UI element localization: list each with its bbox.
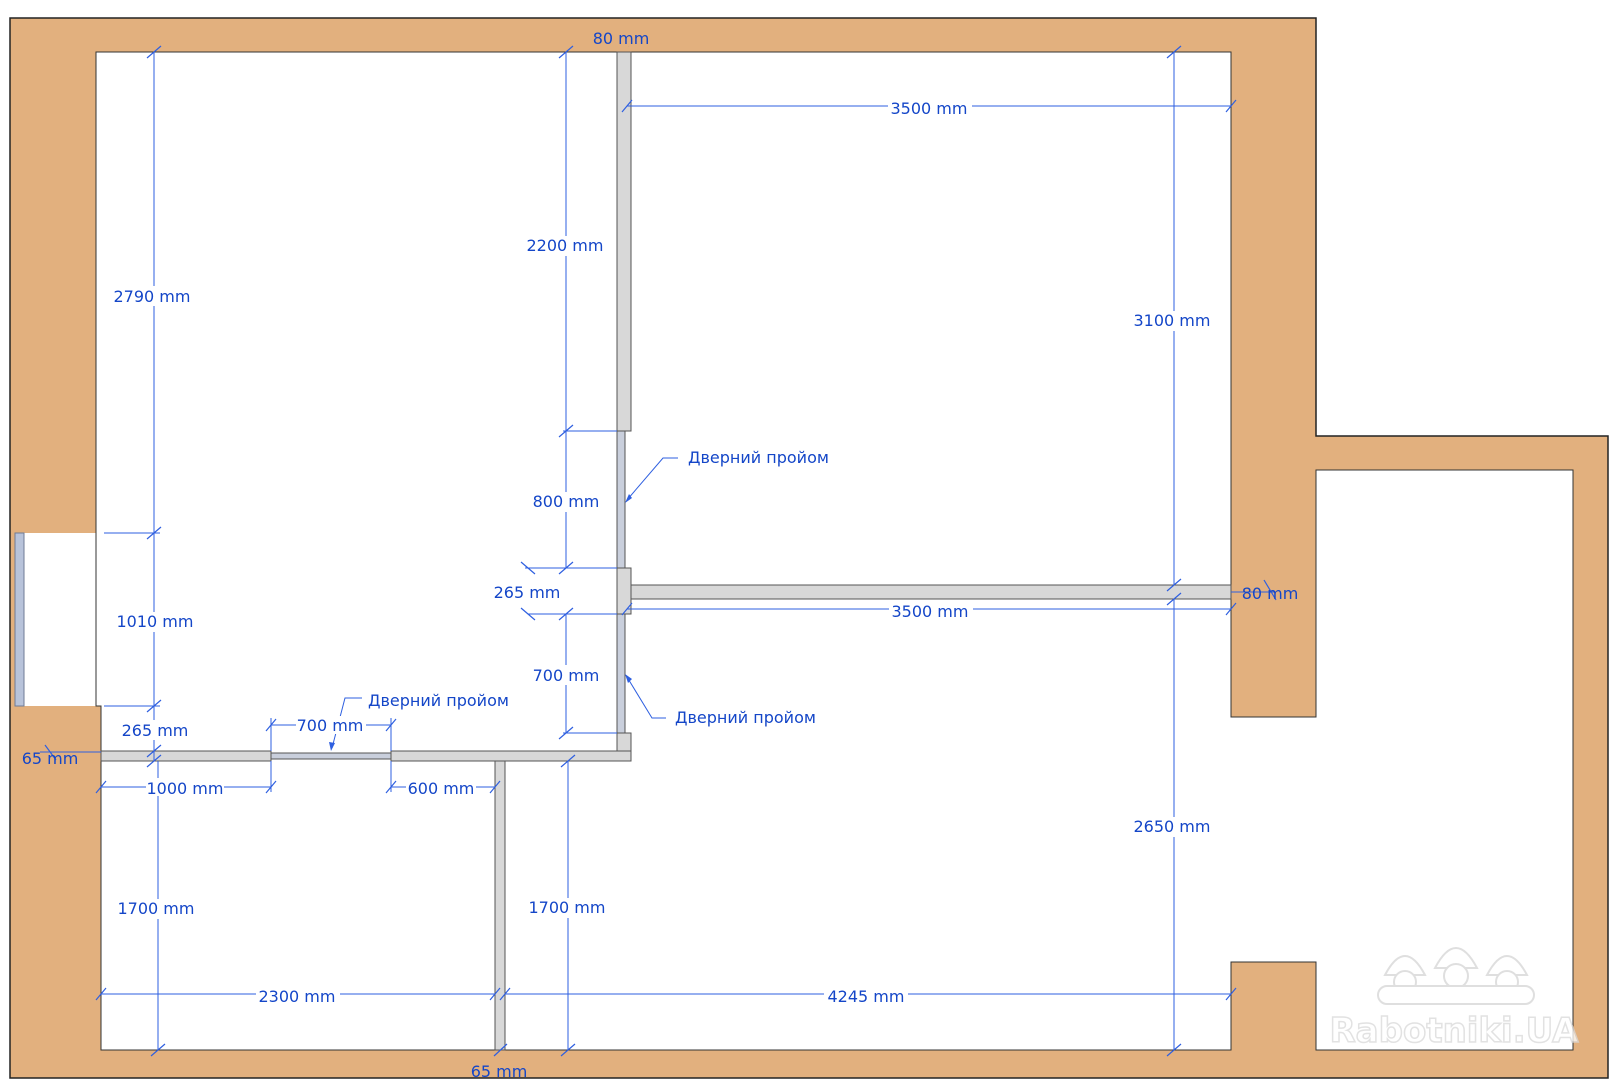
partition-horizontal-left [100, 750, 272, 762]
left-window [14, 532, 25, 707]
dim-2200: 2200 mm [527, 236, 604, 255]
dim-265-left: 265 mm [122, 721, 189, 740]
dim-700-vert: 700 mm [533, 666, 600, 685]
dimension-labels: 80 mm 3500 mm 2790 mm 2200 mm 3100 mm 80… [22, 28, 1299, 1080]
dim-700-horiz: 700 mm [297, 716, 364, 735]
door-annotation-2: Дверний пройом [675, 708, 816, 727]
door-annotation-1: Дверний пройом [688, 448, 829, 467]
dim-1000: 1000 mm [147, 779, 224, 798]
dim-2790: 2790 mm [114, 287, 191, 306]
watermark: Rabotniki.UA [1329, 947, 1580, 1052]
partition-vertical-lower [494, 760, 506, 1051]
dim-800: 800 mm [533, 492, 600, 511]
door-annotation-3: Дверний пройом [368, 691, 509, 710]
dim-3100: 3100 mm [1134, 311, 1211, 330]
door-opening-lower [270, 752, 392, 760]
partition-horizontal-lower [390, 750, 632, 762]
dim-1700-mid: 1700 mm [529, 898, 606, 917]
partition-horizontal-right [630, 584, 1232, 600]
three-workers-helmet-logo-icon [1377, 947, 1535, 1005]
left-window-niche [15, 533, 101, 706]
dim-265-mid: 265 mm [494, 583, 561, 602]
dim-65-bottom: 65 mm [471, 1062, 528, 1080]
annotation-leaders [329, 457, 678, 751]
room-interior [95, 51, 1574, 1051]
dim-65-left: 65 mm [22, 749, 79, 768]
partition-vertical-door-2 [616, 613, 626, 734]
dim-2650: 2650 mm [1134, 817, 1211, 836]
dim-3500-top: 3500 mm [891, 99, 968, 118]
dim-2300: 2300 mm [259, 987, 336, 1006]
dim-4245: 4245 mm [828, 987, 905, 1006]
partition-vertical-door-1 [616, 430, 626, 569]
dim-3500-mid: 3500 mm [892, 602, 969, 621]
dim-80-right: 80 mm [1242, 584, 1299, 603]
watermark-text: Rabotniki.UA [1330, 1011, 1580, 1051]
dim-600: 600 mm [408, 779, 475, 798]
dim-1700-left: 1700 mm [118, 899, 195, 918]
dim-80-top: 80 mm [593, 29, 650, 48]
door-annotations: Дверний пройом Дверний пройом Дверний пр… [368, 448, 829, 727]
dim-1010: 1010 mm [117, 612, 194, 631]
